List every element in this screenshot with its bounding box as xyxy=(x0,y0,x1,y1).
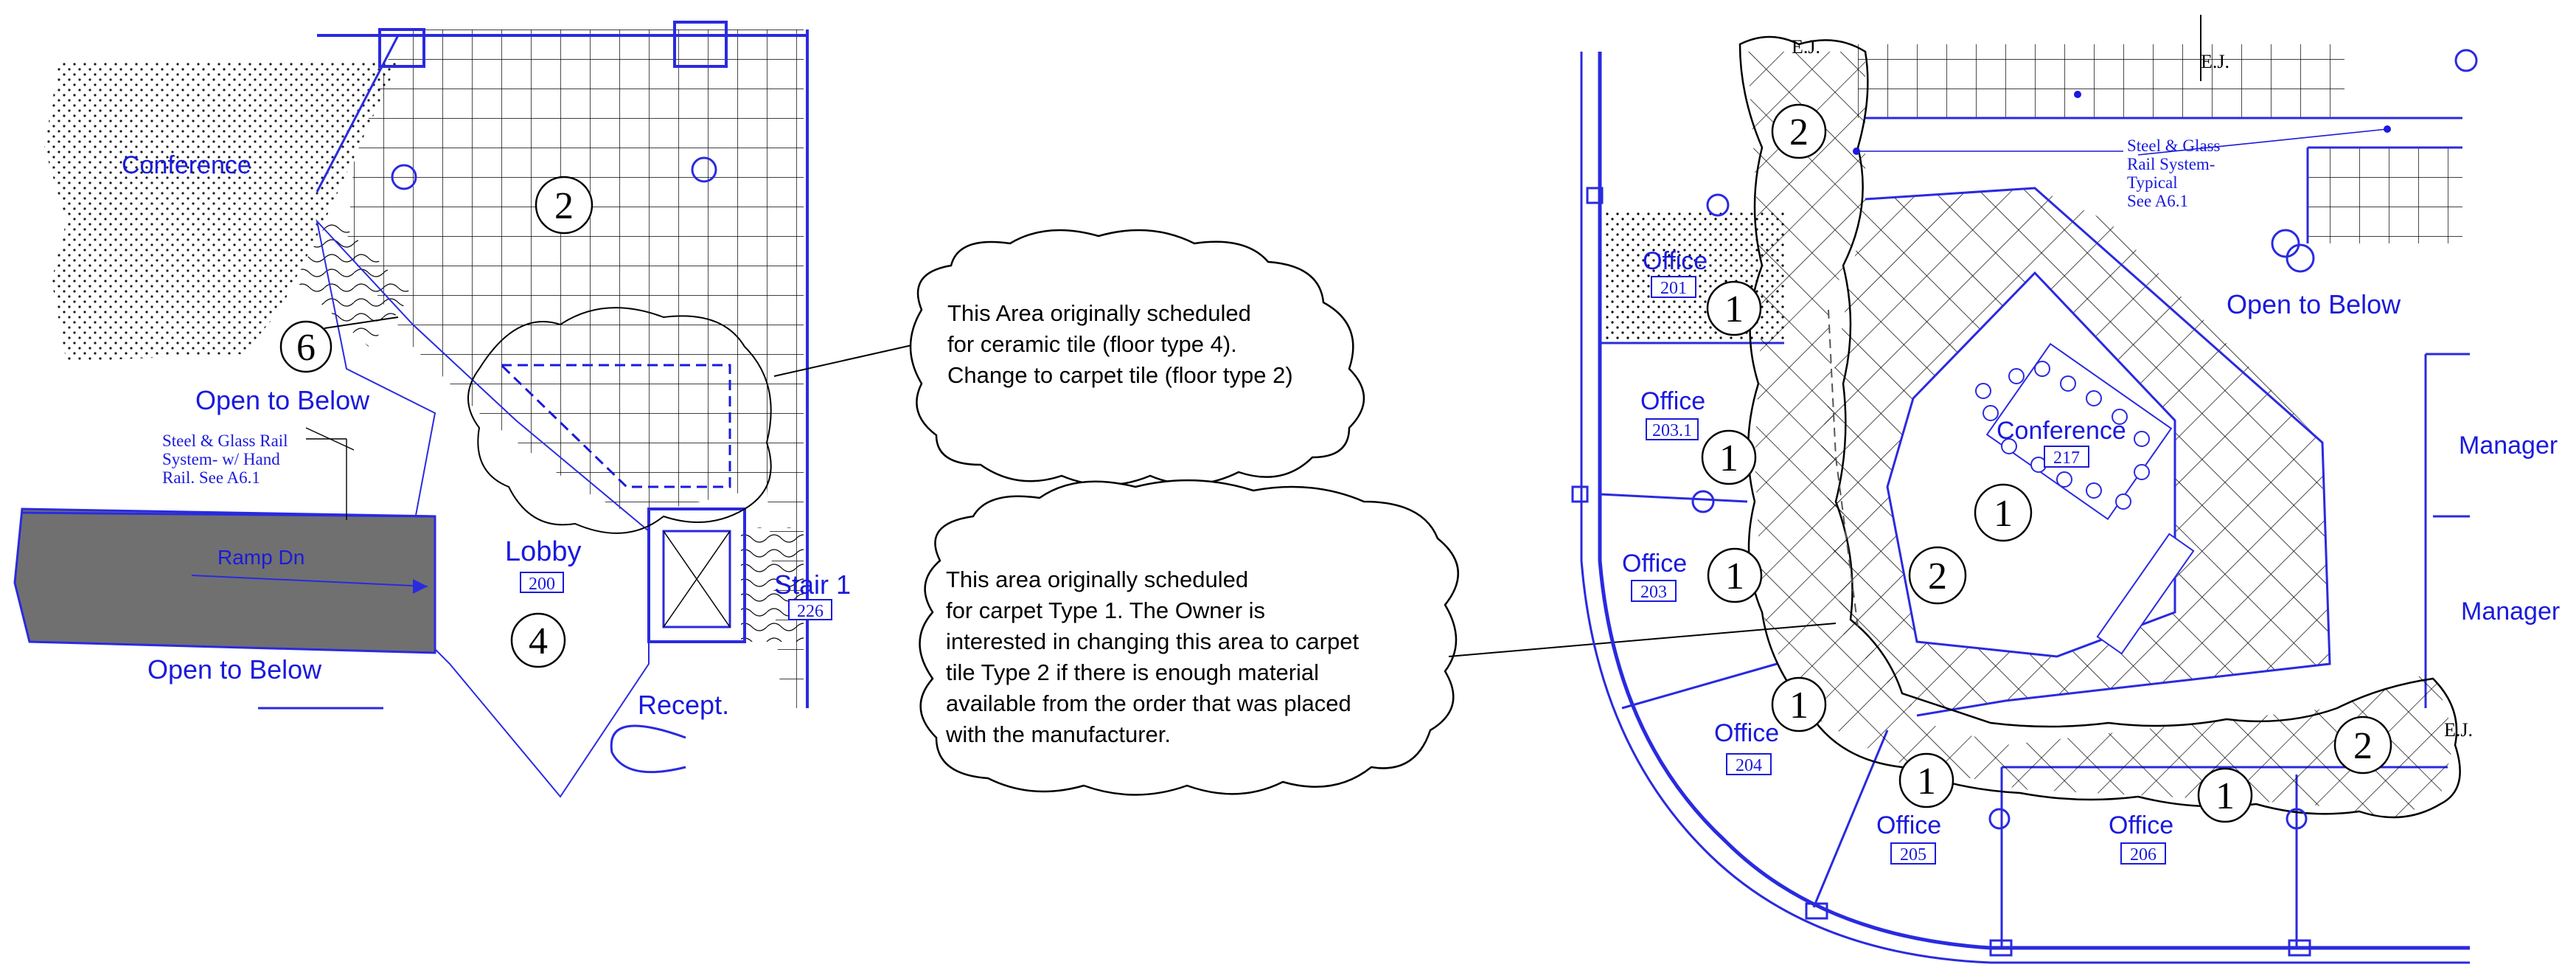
revision-cloud-upper: This Area originally scheduled for ceram… xyxy=(909,229,1365,486)
rail-note-line-1: Steel & Glass Rail xyxy=(162,432,288,450)
room-label-office-201: Office xyxy=(1643,247,1708,275)
room-number-2031: 203.1 xyxy=(1652,421,1692,440)
room-number-206: 206 xyxy=(2130,845,2156,865)
ej-label-2: E.J. xyxy=(2201,51,2229,72)
lower-note-line-4: tile Type 2 if there is enough material xyxy=(946,659,1319,685)
room-label-conference-217: Conference xyxy=(1997,417,2126,445)
room-number-201: 201 xyxy=(1660,279,1687,298)
rail-note-r-line-3: Typical xyxy=(2127,173,2178,192)
upper-note-line-2: for ceramic tile (floor type 4). xyxy=(947,331,1237,357)
room-number-205: 205 xyxy=(1900,845,1926,865)
rail-note-line-3: Rail. See A6.1 xyxy=(162,468,260,487)
upper-note-line-3: Change to carpet tile (floor type 2) xyxy=(947,362,1293,388)
room-label-stair: Stair 1 xyxy=(774,569,851,600)
room-number-204: 204 xyxy=(1736,756,1762,775)
lower-note-line-3: interested in changing this area to carp… xyxy=(946,628,1359,654)
room-label-manager-1: Manager xyxy=(2459,432,2558,460)
right-plan: 2 1 1 1 1 2 1 1 1 2 Office 201 Office 20… xyxy=(1571,15,2560,964)
room-label-lobby: Lobby xyxy=(505,536,582,567)
open-to-below-label-1: Open to Below xyxy=(195,385,370,415)
lower-note-line-5: available from the order that was placed xyxy=(946,690,1351,716)
rail-note-r-line-1: Steel & Glass xyxy=(2127,136,2221,155)
room-label-office-206: Office xyxy=(2109,811,2173,839)
lower-note-line-1: This area originally scheduled xyxy=(946,567,1248,592)
terrace-tile-area xyxy=(347,30,804,708)
room-label-office-205: Office xyxy=(1876,811,1941,839)
room-label-office-2031: Office xyxy=(1640,387,1705,415)
rail-note-r-line-4: See A6.1 xyxy=(2127,192,2188,210)
left-plan: 2 4 6 Conference Open to Below Open to B… xyxy=(13,21,922,798)
floor-tag-r3: 1 xyxy=(1719,437,1738,479)
floor-tag-r4: 1 xyxy=(1725,555,1744,597)
floor-tag-r10: 2 xyxy=(2353,725,2373,767)
conference-dot-area xyxy=(44,63,398,361)
floor-tag-r6: 2 xyxy=(1928,555,1947,597)
upper-note-line-1: This Area originally scheduled xyxy=(947,300,1251,326)
room-label-conference: Conference xyxy=(122,151,251,179)
open-to-below-label-3: Open to Below xyxy=(2227,289,2401,319)
floor-tag-r2: 1 xyxy=(1724,288,1744,330)
ramp-label: Ramp Dn xyxy=(217,546,304,569)
floor-tag-r5: 1 xyxy=(1994,493,2013,535)
lower-note-line-2: for carpet Type 1. The Owner is xyxy=(946,597,1265,623)
ej-label-1: E.J. xyxy=(1792,36,1820,58)
conference-chairs xyxy=(1975,361,2150,510)
floor-tag-r7: 1 xyxy=(1789,685,1809,727)
room-number-lobby: 200 xyxy=(529,575,555,594)
floor-tag-6: 6 xyxy=(296,327,316,369)
floor-tag-4: 4 xyxy=(529,620,548,662)
rail-note-r-line-2: Rail System- xyxy=(2127,155,2215,173)
revision-cloud-lower: This area originally scheduled for carpe… xyxy=(919,479,1837,796)
floor-tag-2: 2 xyxy=(554,185,574,227)
room-number-217: 217 xyxy=(2053,448,2080,468)
rail-note-line-2: System- w/ Hand xyxy=(162,450,280,468)
room-label-office-203: Office xyxy=(1622,550,1687,578)
ramp-shape xyxy=(13,507,436,654)
room-label-manager-2: Manager xyxy=(2461,597,2560,626)
floor-tag-r9: 1 xyxy=(2215,775,2235,817)
right-floor-tags xyxy=(1701,103,2392,823)
room-label-office-204: Office xyxy=(1714,719,1779,747)
ej-label-3: E.J. xyxy=(2444,719,2473,741)
room-number-stair: 226 xyxy=(797,602,824,621)
room-number-203: 203 xyxy=(1640,583,1667,602)
floor-tag-r1: 2 xyxy=(1789,111,1809,153)
lower-note-line-6: with the manufacturer. xyxy=(945,721,1171,747)
room-label-recept: Recept. xyxy=(638,690,729,720)
open-to-below-label-2: Open to Below xyxy=(147,654,322,685)
floor-tag-r8: 1 xyxy=(1917,761,1936,803)
